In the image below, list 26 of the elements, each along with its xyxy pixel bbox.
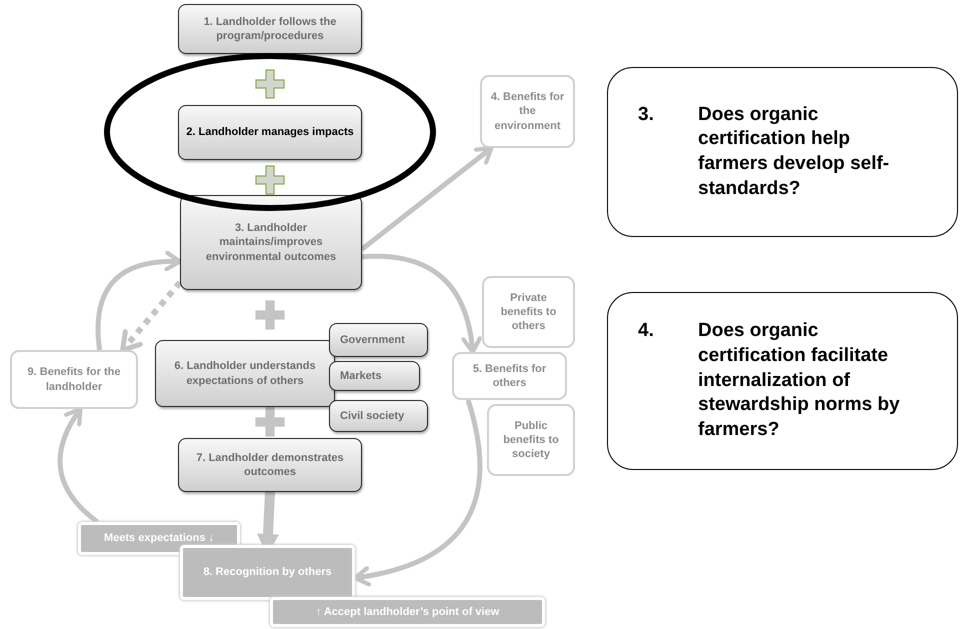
question-text: Does organic certification help farmers develop self-standards?: [698, 102, 890, 201]
outcome-box: 4. Benefits for the environment: [480, 75, 575, 148]
process-box: Civil society: [329, 400, 428, 432]
question-text: Does organic certification facilitate internalization of stewardship norms by farmers?: [698, 319, 901, 442]
question-box: [607, 67, 958, 237]
process-box: 1. Landholder follows the program/procedures: [178, 4, 362, 54]
question-number: 3.: [638, 102, 655, 127]
status-box: 8. Recognition by others: [180, 545, 355, 600]
arrow: [362, 254, 482, 354]
outcome-box: 9. Benefits for the landholder: [10, 350, 138, 409]
process-box: 3. Landholder maintains/improves environmental outcomes: [180, 195, 362, 290]
arrow: [96, 251, 182, 350]
question-box: [607, 292, 958, 470]
process-box: 7. Landholder demonstrates outcomes: [178, 438, 362, 492]
outcome-box: Private benefits to others: [482, 276, 575, 348]
status-box: ↑ Accept landholder’s point of view: [270, 597, 545, 627]
outcome-box: Public benefits to society: [487, 404, 575, 476]
process-box: Government: [329, 323, 428, 357]
arrow: [58, 406, 99, 524]
question-number: 4.: [638, 319, 655, 344]
process-box: Markets: [329, 361, 420, 391]
process-box: 6. Landholder understands expectations of others: [155, 340, 335, 407]
arrow: [352, 399, 482, 586]
outcome-box: 5. Benefits for others: [452, 352, 567, 400]
arrow: [360, 146, 494, 252]
arrow: [120, 280, 182, 352]
